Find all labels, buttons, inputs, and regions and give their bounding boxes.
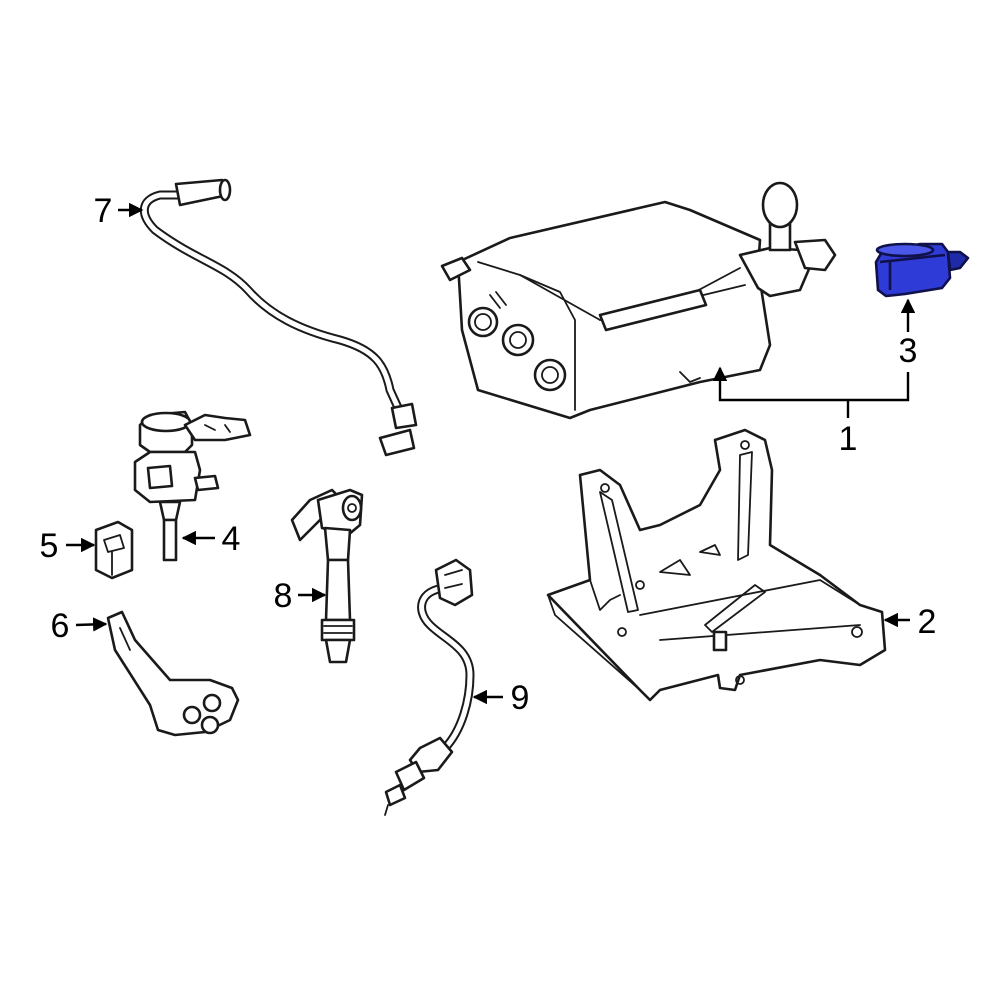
callout-6: 6: [51, 607, 70, 645]
callout-7: 7: [94, 192, 113, 230]
callout-4: 4: [222, 520, 241, 558]
callout-2: 2: [918, 603, 937, 641]
callout-3: 3: [899, 332, 918, 370]
clip[interactable]: [94, 520, 134, 580]
leader-1: [712, 366, 910, 402]
callout-1: 1: [839, 420, 858, 458]
oxygen-sensor[interactable]: [384, 558, 475, 816]
callout-5: 5: [40, 527, 59, 565]
purge-valve[interactable]: [133, 410, 252, 562]
canister-bracket[interactable]: [546, 428, 887, 702]
callout-9: 9: [511, 679, 530, 717]
callout-8: 8: [274, 577, 293, 615]
ignition-coil[interactable]: [290, 488, 364, 664]
leader-6: [75, 617, 108, 632]
filter-part-highlighted[interactable]: [874, 242, 970, 298]
sensor-bracket[interactable]: [106, 610, 240, 737]
vacuum-hose[interactable]: [139, 178, 418, 457]
vapor-canister[interactable]: [440, 181, 837, 420]
